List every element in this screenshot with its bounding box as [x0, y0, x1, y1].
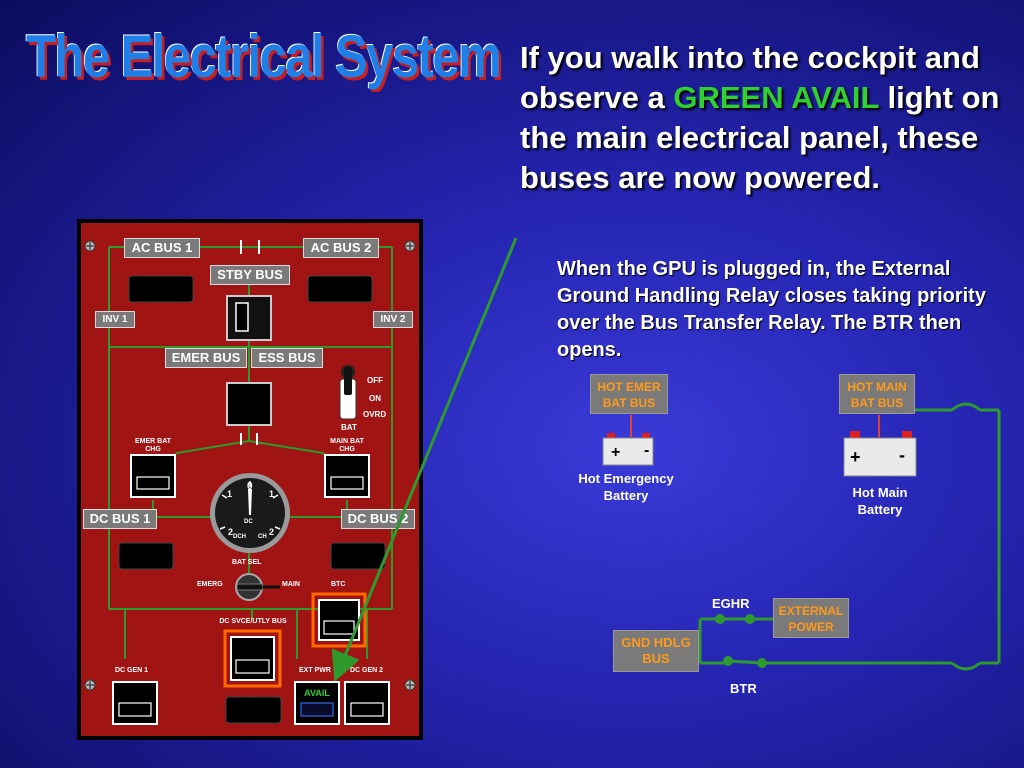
- hot-emer-bat-bus-box: HOT EMER BAT BUS: [590, 374, 668, 414]
- hot-main-bat-bus-text: BAT BUS: [850, 396, 904, 410]
- btr-label: BTR: [730, 681, 757, 696]
- hot-main-bat-bus-box: HOT MAIN BAT BUS: [839, 374, 915, 414]
- hot-main-text: HOT MAIN: [847, 380, 907, 394]
- hot-emer-bat-bus-text: BAT BUS: [602, 396, 656, 410]
- main-bat-label: MAIN BAT: [330, 438, 364, 445]
- dc-gen-1-label: DC GEN 1: [115, 667, 149, 674]
- slide-title: The Electrical System: [26, 23, 502, 90]
- electrical-panel: AC BUS 1 AC BUS 2 STBY BUS INV 1 INV 2 E…: [77, 219, 423, 740]
- headline-text: If you walk into the cockpit and observe…: [520, 38, 1020, 198]
- ext-pwr-label: EXT PWR: [299, 667, 331, 674]
- hot-main-battery-text1: Hot Main: [852, 485, 908, 500]
- main-label: MAIN: [282, 581, 300, 588]
- power-text: POWER: [788, 620, 834, 634]
- dc-gen-2-label: DC GEN 2: [350, 667, 384, 674]
- stby-bus-label: STBY BUS: [210, 265, 290, 285]
- hot-emergency-text: Hot Emergency: [578, 471, 674, 486]
- ac-bus-1-label: AC BUS 1: [124, 238, 200, 258]
- bat-sel-label: BAT SEL: [232, 559, 262, 566]
- main-chg-label: CHG: [339, 446, 355, 453]
- emer-bus-label: EMER BUS: [165, 348, 247, 368]
- ammeter-gauge-icon: [210, 473, 290, 553]
- gauge-dc-label: DC: [244, 519, 253, 525]
- panel-graphics: [77, 219, 423, 740]
- headline-part2: light on the main electrical panel, thes…: [520, 80, 1000, 195]
- gauge-2-right-label: 2: [269, 527, 275, 537]
- emer-bat-label: EMER BAT: [134, 438, 172, 445]
- dc-bus-1-label: DC BUS 1: [83, 509, 157, 529]
- gauge-1-left-label: 1: [227, 489, 233, 499]
- main-battery-minus: -: [899, 445, 905, 465]
- btc-label: BTC: [331, 581, 346, 588]
- explanation-paragraph: When the GPU is plugged in, the External…: [557, 258, 986, 361]
- headline-highlight: GREEN AVAIL: [673, 80, 879, 115]
- emer-battery-plus: +: [611, 444, 621, 461]
- gauge-zero-label: 0: [247, 481, 253, 492]
- gnd-hdlg-bus-text: BUS: [642, 651, 670, 666]
- avail-light: AVAIL: [304, 688, 330, 698]
- emer-chg-label: CHG: [145, 446, 161, 453]
- external-text: EXTERNAL: [778, 604, 844, 618]
- emer-battery-minus: -: [644, 442, 650, 459]
- gauge-dch-label: DCH: [233, 534, 246, 540]
- dc-bus-2-label: DC BUS 2: [341, 509, 415, 529]
- headline-part1: If you walk into the cockpit and observe…: [520, 40, 980, 115]
- hot-emergency-battery-text: Battery: [603, 488, 649, 503]
- eghr-label: EGHR: [712, 596, 750, 611]
- main-battery-plus: +: [850, 447, 861, 467]
- emerg-label: EMERG: [197, 581, 223, 588]
- battery-switch-icon: [339, 365, 357, 420]
- gnd-hdlg-text: GND HDLG: [621, 635, 691, 650]
- ess-bus-label: ESS BUS: [251, 348, 323, 368]
- gauge-1-right-label: 1: [269, 489, 275, 499]
- inv-1-label: INV 1: [95, 311, 135, 328]
- switch-off-label: OFF: [367, 376, 383, 385]
- hot-main-battery-text2: Battery: [857, 502, 903, 517]
- dc-svce-label: DC SVCE/UTLY BUS: [219, 618, 287, 625]
- external-power-box: EXTERNAL POWER: [773, 598, 849, 638]
- switch-on-label: ON: [369, 394, 381, 403]
- hot-emer-text: HOT EMER: [597, 380, 661, 394]
- bat-sel-knob-icon: [235, 573, 280, 601]
- switch-bat-label: BAT: [341, 423, 357, 432]
- gauge-ch-label: CH: [258, 534, 267, 540]
- gauge-2-left-label: 2: [228, 527, 234, 537]
- switch-ovrd-label: OVRD: [363, 410, 387, 419]
- ac-bus-2-label: AC BUS 2: [303, 238, 379, 258]
- inv-2-label: INV 2: [373, 311, 413, 328]
